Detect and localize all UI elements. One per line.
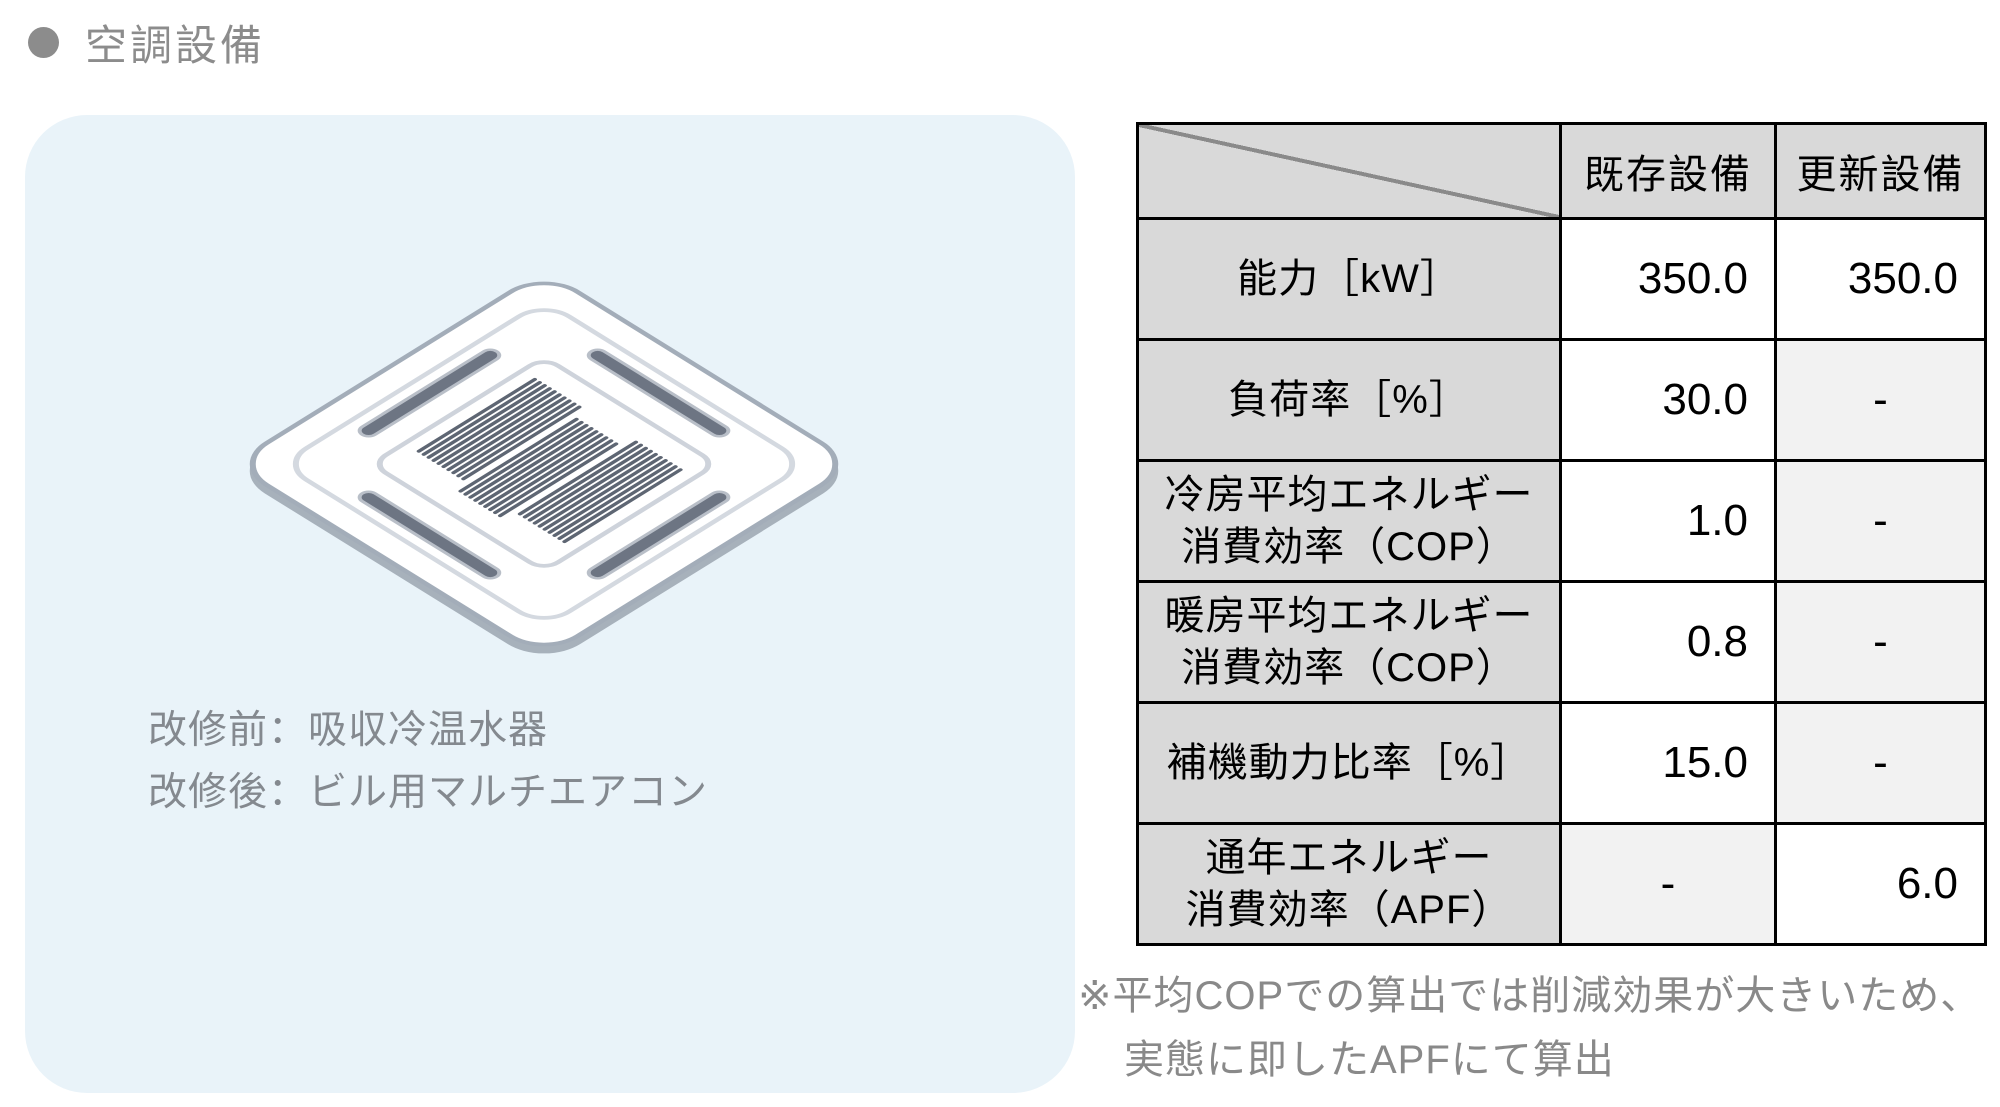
- row-loadfactor-existing: 30.0: [1562, 341, 1774, 459]
- ac-vent-slats: [357, 348, 731, 580]
- row-heating-cop-updated: -: [1777, 583, 1984, 701]
- caption-before: 改修前：吸収冷温水器: [148, 709, 549, 752]
- page-title: 空調設備: [28, 12, 265, 73]
- footnote: ※平均COPでの算出では削減効果が大きいため、 実態に即したAPFにて算出: [1078, 964, 1981, 1092]
- ac-inner-contour: [292, 308, 796, 620]
- row-apf-existing: -: [1562, 825, 1774, 943]
- header-diagonal-cell: [1139, 125, 1559, 217]
- row-apf-updated: 6.0: [1777, 825, 1984, 943]
- ac-grille-slats: [416, 377, 683, 543]
- row-loadfactor-label: 負荷率［%］: [1139, 341, 1559, 459]
- bullet-icon: [28, 27, 59, 58]
- row-cooling-cop-updated: -: [1777, 462, 1984, 580]
- spec-table: 既存設備 更新設備 能力［kW］ 350.0 350.0 負荷率［%］ 30.0…: [1136, 122, 1987, 946]
- row-aux-power-existing: 15.0: [1562, 704, 1774, 822]
- header-updated: 更新設備: [1777, 125, 1984, 217]
- row-capacity-updated: 350.0: [1777, 220, 1984, 338]
- row-cooling-cop-label: 冷房平均エネルギー 消費効率（COP）: [1139, 462, 1559, 580]
- row-aux-power-label: 補機動力比率［%］: [1139, 704, 1559, 822]
- footnote-line2: 実態に即したAPFにて算出: [1124, 1038, 1615, 1082]
- row-capacity-existing: 350.0: [1562, 220, 1774, 338]
- caption-after: 改修後：ビル用マルチエアコン: [148, 771, 709, 814]
- header-existing: 既存設備: [1562, 125, 1774, 217]
- row-capacity-label: 能力［kW］: [1139, 220, 1559, 338]
- footnote-line1: ※平均COPでの算出では削減効果が大きいため、: [1078, 974, 1982, 1018]
- row-heating-cop-label: 暖房平均エネルギー 消費効率（COP）: [1139, 583, 1559, 701]
- row-apf-label: 通年エネルギー 消費効率（APF）: [1139, 825, 1559, 943]
- page-title-text: 空調設備: [85, 22, 266, 69]
- row-aux-power-updated: -: [1777, 704, 1984, 822]
- air-conditioner-illustration: [249, 281, 839, 647]
- row-heating-cop-existing: 0.8: [1562, 583, 1774, 701]
- row-loadfactor-updated: -: [1777, 341, 1984, 459]
- renovation-caption: 改修前：吸収冷温水器 改修後：ビル用マルチエアコン: [148, 700, 708, 824]
- row-cooling-cop-existing: 1.0: [1562, 462, 1774, 580]
